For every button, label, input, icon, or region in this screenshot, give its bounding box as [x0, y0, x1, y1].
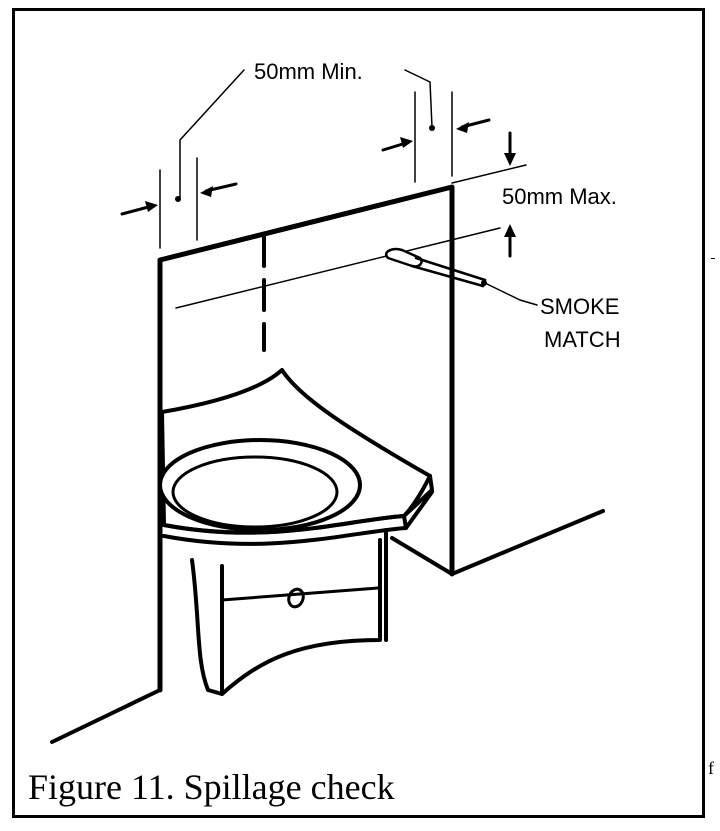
canopy-front-edge [162, 490, 434, 546]
floor-line-left [50, 688, 162, 744]
smoke-match-stick-b [410, 264, 485, 288]
canopy-front-lower [162, 474, 434, 535]
margin-mark: f [708, 758, 714, 778]
canopy-right-edge [402, 514, 408, 530]
ashpan-knob [287, 587, 305, 609]
dim-arrowhead [504, 224, 516, 237]
min-leader-left [179, 69, 245, 198]
dim-arrowhead [145, 201, 158, 212]
floor-line-right [390, 509, 605, 576]
ashpan-box [220, 538, 382, 696]
leader-dot [175, 196, 181, 202]
fire-opening-inner [171, 455, 339, 529]
min-gap-label: 50mm Min. [254, 59, 363, 84]
max-gap-label: 50mm Max. [502, 184, 617, 209]
ashpan-lip [220, 586, 380, 602]
dim-arrowhead [456, 122, 469, 133]
top-reference-line [451, 164, 527, 184]
smoke-match-label-line2: MATCH [544, 327, 621, 352]
dim-arrowhead [504, 153, 516, 166]
test-level-line [175, 227, 501, 309]
margin-tick [711, 258, 715, 259]
smoke-match-label-line1: SMOKE [540, 294, 619, 319]
min-leader-right [404, 69, 433, 128]
smoke-match-stick-a [414, 256, 487, 282]
smoke-match-leader [484, 282, 538, 306]
hood-panel [157, 184, 455, 693]
leader-dot [429, 125, 435, 131]
figure-caption: Figure 11. Spillage check [28, 767, 395, 807]
dim-arrowhead [400, 137, 413, 148]
figure-frame [12, 8, 705, 818]
leader-dot [481, 280, 487, 286]
dim-arrowhead [200, 186, 213, 197]
ashpan-left [190, 558, 224, 696]
